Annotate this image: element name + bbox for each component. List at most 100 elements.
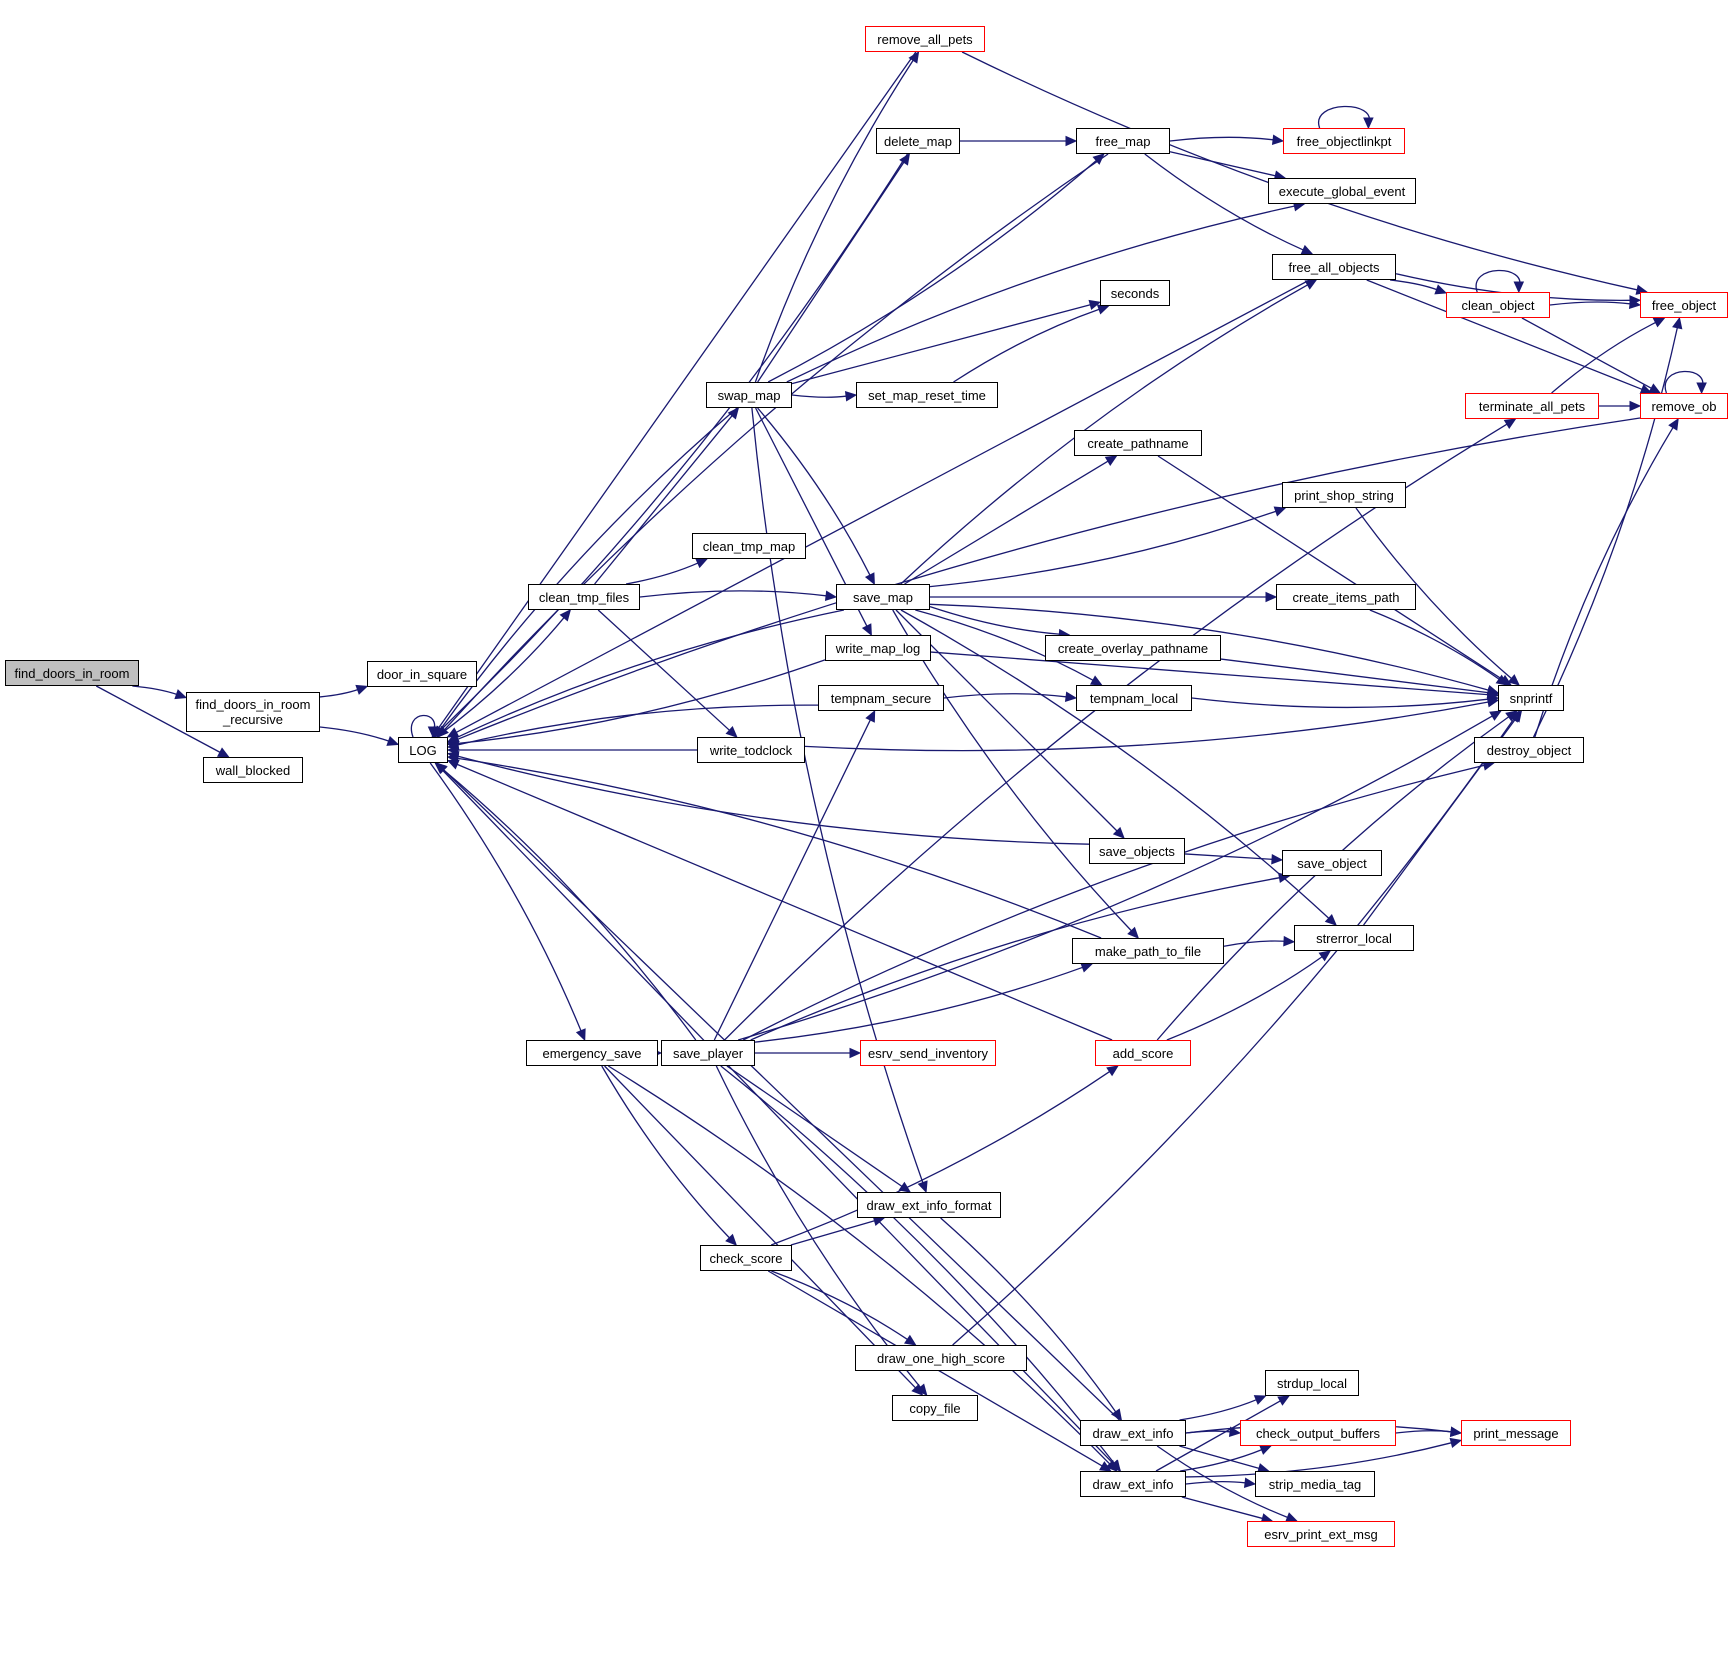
arrowhead-icon: [1503, 418, 1517, 429]
edge-line: [953, 308, 1101, 383]
node-write-map-log[interactable]: write_map_log: [825, 635, 931, 661]
node-snprintf[interactable]: snprintf: [1498, 685, 1564, 711]
node-check-output-buffers[interactable]: check_output_buffers: [1240, 1420, 1396, 1446]
node-esrv-send-inventory[interactable]: esrv_send_inventory: [860, 1040, 996, 1066]
node-door-in-square[interactable]: door_in_square: [367, 661, 477, 687]
arrowhead-icon: [1629, 400, 1642, 412]
edge-line: [726, 1065, 904, 1188]
edge-save-player-to-tempnam-secure: [713, 709, 876, 1041]
arrowhead-icon: [725, 1233, 738, 1246]
node-print-shop-string[interactable]: print_shop_string: [1282, 482, 1406, 508]
node-check-score[interactable]: check_score: [700, 1245, 792, 1271]
node-strdup-local[interactable]: strdup_local: [1265, 1370, 1359, 1396]
node-wall-blocked[interactable]: wall_blocked: [203, 757, 303, 783]
arrowhead-icon: [1652, 317, 1666, 328]
node-execute-global-event[interactable]: execute_global_event: [1268, 178, 1416, 204]
node-save-object[interactable]: save_object: [1282, 850, 1382, 876]
arrowhead-icon: [1065, 135, 1078, 147]
node-print-message[interactable]: print_message: [1461, 1420, 1571, 1446]
node-clean-tmp-files[interactable]: clean_tmp_files: [528, 584, 640, 610]
node-terminate-all-pets[interactable]: terminate_all_pets: [1465, 393, 1599, 419]
arrowhead-icon: [1489, 710, 1502, 721]
node-make-path-to-file[interactable]: make_path_to_file: [1072, 938, 1224, 964]
node-save-player[interactable]: save_player: [661, 1040, 755, 1066]
edge-line: [929, 603, 1490, 692]
edge-line: [1180, 1448, 1263, 1472]
edge-line: [1179, 1398, 1258, 1421]
node-LOG[interactable]: LOG: [398, 737, 448, 763]
edge-line: [601, 1065, 731, 1239]
arrowhead-icon: [1495, 674, 1509, 686]
node-strip-media-tag[interactable]: strip_media_tag: [1255, 1471, 1375, 1497]
edge-LOG-to-clean-tmp-files: [436, 609, 572, 738]
node-free-map[interactable]: free_map: [1076, 128, 1170, 154]
edge-line: [1169, 151, 1277, 177]
node-clean-object[interactable]: clean_object: [1446, 292, 1550, 318]
edge-line: [456, 755, 1090, 845]
arrowhead-icon: [1259, 1445, 1272, 1455]
arrowhead-icon: [1318, 950, 1332, 962]
edge-clean-tmp-files-to-swap-map: [594, 407, 740, 585]
node-create-overlay-pathname[interactable]: create_overlay_pathname: [1045, 635, 1221, 661]
node-add-score[interactable]: add_score: [1095, 1040, 1191, 1066]
arrowhead-icon: [1064, 691, 1078, 702]
edge-draw-ext-info-1-to-strdup-local: [1179, 1395, 1267, 1421]
node-save-map[interactable]: save_map: [836, 584, 930, 610]
node-write-todclock[interactable]: write_todclock: [697, 737, 805, 763]
edge-line: [791, 394, 848, 398]
edge-line: [1157, 455, 1504, 681]
node-create-items-path[interactable]: create_items_path: [1276, 584, 1416, 610]
node-strerror-local[interactable]: strerror_local: [1294, 925, 1414, 951]
arrowhead-icon: [1668, 417, 1679, 431]
edge-line: [720, 1065, 1116, 1465]
node-esrv-print-ext-msg[interactable]: esrv_print_ext_msg: [1247, 1521, 1395, 1547]
edge-save-player-to-snprintf: [737, 710, 1502, 1041]
node-free-objectlinkpt[interactable]: free_objectlinkpt: [1283, 128, 1405, 154]
arrowhead-icon: [1265, 591, 1278, 603]
edge-check-score-to-draw-ext-info-format: [790, 1215, 886, 1246]
node-draw-ext-info-2[interactable]: draw_ext_info: [1080, 1471, 1186, 1497]
node-swap-map[interactable]: swap_map: [706, 382, 792, 408]
edge-delete-map-to-free-map: [959, 135, 1078, 147]
node-find-doors-in-room-recursive[interactable]: find_doors_in_room _recursive: [186, 692, 320, 732]
node-set-map-reset-time[interactable]: set_map_reset_time: [856, 382, 998, 408]
node-draw-ext-info-1[interactable]: draw_ext_info: [1080, 1420, 1186, 1446]
arrowhead-icon: [1253, 1395, 1267, 1405]
arrowhead-icon: [1487, 689, 1500, 700]
node-draw-ext-info-format[interactable]: draw_ext_info_format: [857, 1192, 1001, 1218]
arrowhead-icon: [1300, 244, 1314, 255]
edge-line: [770, 1070, 1111, 1246]
node-remove-ob[interactable]: remove_ob: [1640, 393, 1728, 419]
edge-line: [1184, 853, 1274, 861]
edge-find-doors-in-room-to-wall-blocked: [95, 685, 230, 758]
node-create-pathname[interactable]: create_pathname: [1074, 430, 1202, 456]
node-seconds[interactable]: seconds: [1100, 280, 1170, 306]
arrowhead-icon: [434, 725, 446, 738]
arrowhead-icon: [1271, 854, 1284, 865]
node-delete-map[interactable]: delete_map: [876, 128, 960, 154]
arrowhead-icon: [559, 609, 572, 622]
node-emergency-save[interactable]: emergency_save: [526, 1040, 658, 1066]
edge-line: [915, 609, 1095, 682]
arrowhead-icon: [1228, 1426, 1242, 1437]
node-clean-tmp-map[interactable]: clean_tmp_map: [692, 533, 806, 559]
node-destroy-object[interactable]: destroy_object: [1474, 737, 1584, 763]
node-draw-one-high-score[interactable]: draw_one_high_score: [855, 1345, 1027, 1371]
node-tempnam-secure[interactable]: tempnam_secure: [818, 685, 944, 711]
arrowhead-icon: [1449, 1426, 1463, 1437]
edge-free-map-to-LOG: [437, 153, 1109, 738]
node-copy-file[interactable]: copy_file: [892, 1395, 978, 1421]
arrowhead-icon: [174, 689, 188, 700]
edge-line: [943, 693, 1068, 699]
node-find-doors-in-room: find_doors_in_room: [5, 660, 139, 686]
node-remove-all-pets[interactable]: remove_all_pets: [865, 26, 985, 52]
node-free-object[interactable]: free_object: [1640, 292, 1728, 318]
edge-remove-ob-to-remove-ob: [1664, 370, 1707, 395]
arrowhead-icon: [1434, 284, 1448, 295]
node-save-objects[interactable]: save_objects: [1089, 838, 1185, 864]
edge-line: [1318, 105, 1370, 129]
node-free-all-objects[interactable]: free_all_objects: [1272, 254, 1396, 280]
node-tempnam-local[interactable]: tempnam_local: [1076, 685, 1192, 711]
edge-line: [132, 685, 178, 696]
arrowhead-icon: [1099, 1461, 1112, 1472]
